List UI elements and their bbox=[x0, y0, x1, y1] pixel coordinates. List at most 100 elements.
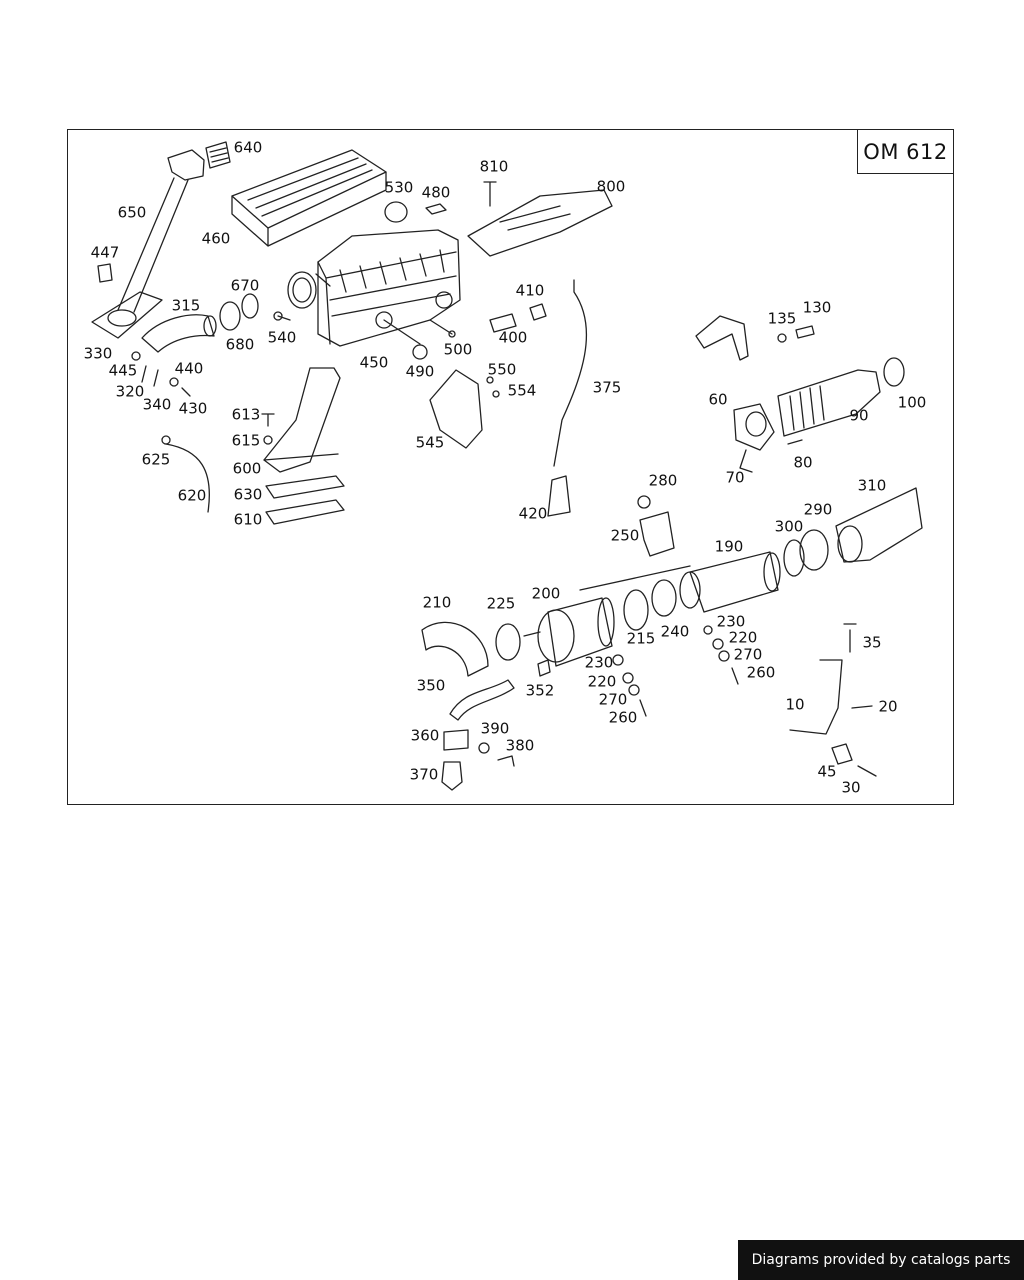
part-label: 45 bbox=[817, 762, 837, 781]
part-label: 613 bbox=[231, 405, 261, 424]
part-label: 650 bbox=[117, 203, 147, 222]
cable-375 bbox=[553, 279, 588, 467]
part-label: 220 bbox=[728, 628, 758, 647]
bracket-10 bbox=[789, 659, 843, 735]
flange-60 bbox=[733, 403, 775, 451]
part-label: 290 bbox=[803, 500, 833, 519]
part-label: 260 bbox=[608, 708, 638, 727]
part-label: 190 bbox=[714, 537, 744, 556]
part-label: 620 bbox=[177, 486, 207, 505]
part-label: 380 bbox=[505, 736, 535, 755]
part-label: 90 bbox=[849, 406, 869, 425]
part-label: 240 bbox=[660, 622, 690, 641]
heat-shield-545 bbox=[429, 369, 483, 449]
part-label: 230 bbox=[716, 612, 746, 631]
part-label: 280 bbox=[648, 471, 678, 490]
clip-360 bbox=[443, 729, 469, 751]
part-label: 215 bbox=[626, 629, 656, 648]
part-label: 625 bbox=[141, 450, 171, 469]
part-label: 260 bbox=[746, 663, 776, 682]
line-620 bbox=[165, 443, 210, 513]
housing-200 bbox=[537, 597, 615, 667]
part-label: 60 bbox=[708, 390, 728, 409]
hose-350 bbox=[449, 679, 515, 721]
part-label: 530 bbox=[384, 178, 414, 197]
part-label: 554 bbox=[507, 381, 537, 400]
part-label: 480 bbox=[421, 183, 451, 202]
valve-370 bbox=[441, 761, 463, 791]
part-label: 375 bbox=[592, 378, 622, 397]
bracket-250 bbox=[639, 511, 675, 557]
part-label: 410 bbox=[515, 281, 545, 300]
part-label: 30 bbox=[841, 778, 861, 797]
part-label: 350 bbox=[416, 676, 446, 695]
part-label: 310 bbox=[857, 476, 887, 495]
part-label: 447 bbox=[90, 243, 120, 262]
bellows-90 bbox=[777, 369, 881, 437]
part-label: 800 bbox=[596, 177, 626, 196]
connector-410 bbox=[529, 303, 547, 321]
credit-banner: Diagrams provided by catalogs parts bbox=[738, 1240, 1024, 1280]
part-label: 540 bbox=[267, 328, 297, 347]
part-label: 400 bbox=[498, 328, 528, 347]
model-label: OM 612 bbox=[857, 129, 954, 174]
part-label: 420 bbox=[518, 504, 548, 523]
sleeve-400 bbox=[489, 313, 517, 333]
part-label: 352 bbox=[525, 681, 555, 700]
part-label: 810 bbox=[479, 157, 509, 176]
part-label: 430 bbox=[178, 399, 208, 418]
engine-cover-800 bbox=[467, 189, 613, 257]
part-label: 250 bbox=[610, 526, 640, 545]
part-label: 680 bbox=[225, 335, 255, 354]
part-label: 610 bbox=[233, 510, 263, 529]
pipe-190 bbox=[689, 551, 781, 613]
part-label: 210 bbox=[422, 593, 452, 612]
part-label: 370 bbox=[409, 765, 439, 784]
spacer-45 bbox=[831, 743, 853, 765]
clamp-290 bbox=[799, 529, 829, 571]
sensor-420 bbox=[547, 475, 571, 517]
part-label: 600 bbox=[232, 459, 262, 478]
part-label: 490 bbox=[405, 362, 435, 381]
part-label: 640 bbox=[233, 138, 263, 157]
part-label: 390 bbox=[480, 719, 510, 738]
part-label: 130 bbox=[802, 298, 832, 317]
gasket-630 bbox=[265, 475, 345, 499]
ring-300 bbox=[783, 539, 805, 577]
filter-housing-450 bbox=[287, 229, 461, 347]
ring-670 bbox=[241, 293, 259, 319]
part-label: 440 bbox=[174, 359, 204, 378]
bracket-130 bbox=[695, 315, 749, 361]
elbow-210 bbox=[421, 621, 489, 677]
grille-640 bbox=[205, 141, 231, 169]
snorkel-tube-650 bbox=[91, 149, 205, 339]
part-label: 220 bbox=[587, 672, 617, 691]
clamp-240 bbox=[651, 579, 677, 617]
part-label: 80 bbox=[793, 453, 813, 472]
grommet-490 bbox=[412, 344, 428, 360]
ring-215 bbox=[623, 589, 649, 631]
part-label: 270 bbox=[733, 645, 763, 664]
part-label: 615 bbox=[231, 431, 261, 450]
diagram-frame bbox=[67, 129, 954, 805]
part-label: 300 bbox=[774, 517, 804, 536]
bracket-600 bbox=[263, 367, 341, 473]
part-label: 360 bbox=[410, 726, 440, 745]
part-label: 450 bbox=[359, 353, 389, 372]
part-label: 460 bbox=[201, 229, 231, 248]
clamp-100 bbox=[883, 357, 905, 387]
bolt-810 bbox=[483, 181, 497, 207]
part-label: 630 bbox=[233, 485, 263, 504]
washer-480 bbox=[425, 203, 447, 215]
gasket-610 bbox=[265, 499, 345, 525]
part-label: 200 bbox=[531, 584, 561, 603]
air-filter-460 bbox=[231, 149, 387, 247]
part-label: 545 bbox=[415, 433, 445, 452]
part-label: 670 bbox=[230, 276, 260, 295]
part-label: 135 bbox=[767, 309, 797, 328]
part-label: 230 bbox=[584, 653, 614, 672]
part-label: 445 bbox=[108, 361, 138, 380]
cap-530 bbox=[384, 201, 408, 223]
clamp-225 bbox=[495, 623, 521, 661]
